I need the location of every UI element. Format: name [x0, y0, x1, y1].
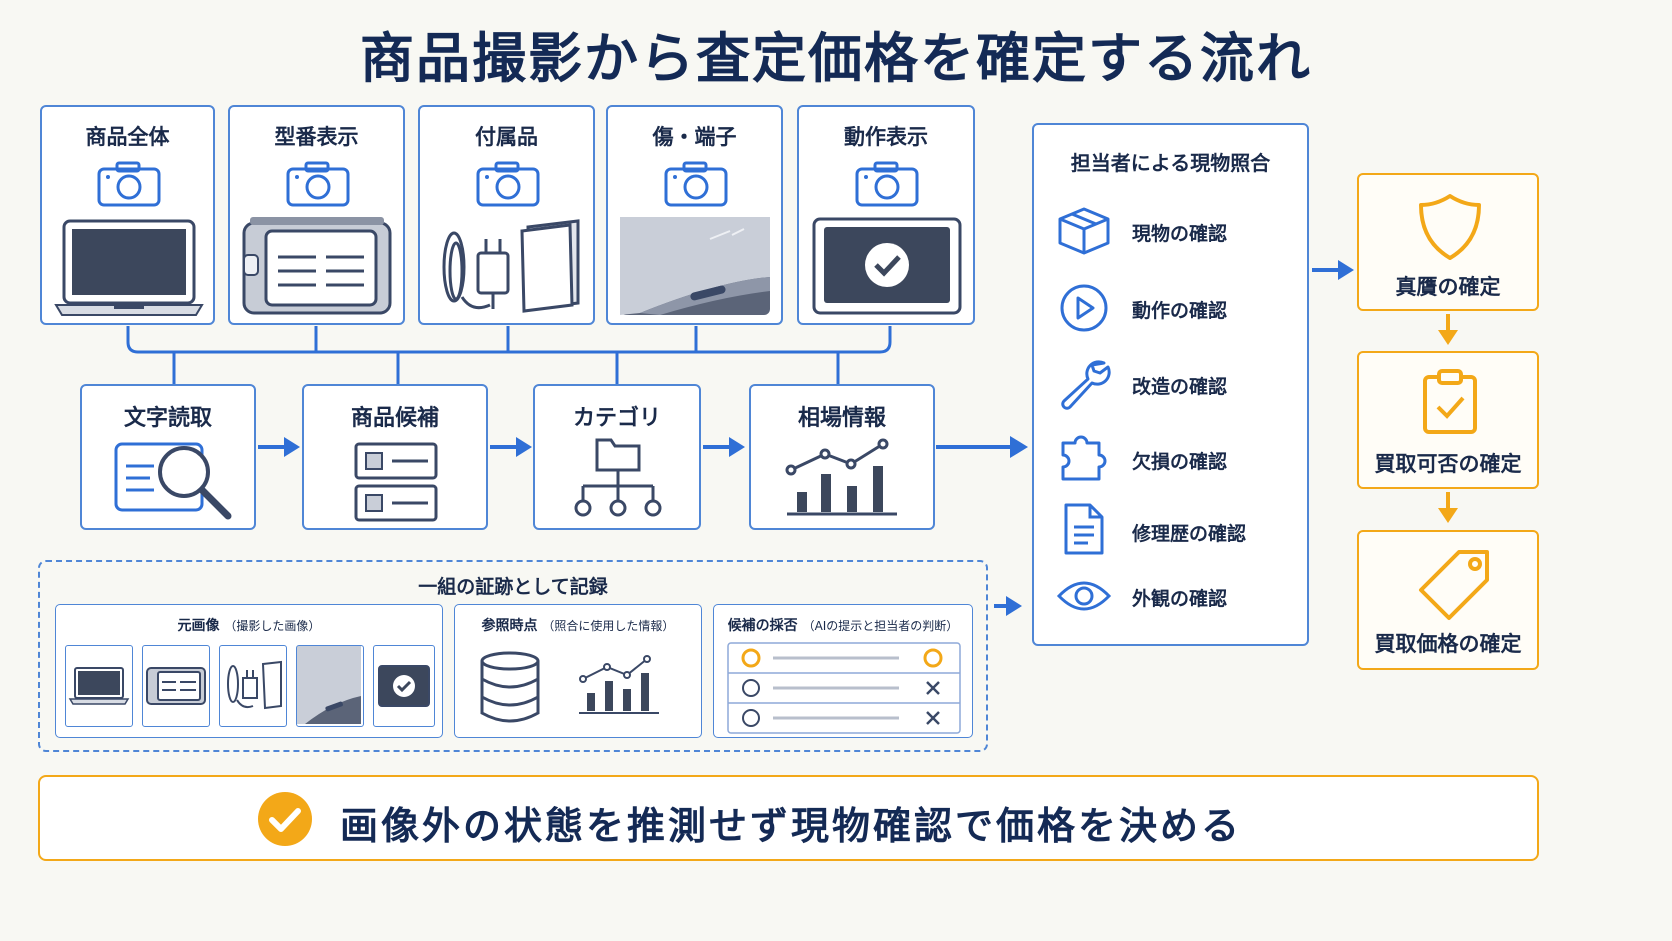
check-item-label: 改造の確認: [1132, 376, 1228, 398]
model-label-icon: [242, 217, 392, 315]
scratch-port-icon: [297, 646, 361, 724]
photo-label: 付属品: [475, 125, 538, 149]
step-market: 相場情報: [749, 384, 935, 530]
working-screen-icon: [378, 665, 430, 707]
evidence-reference-label: 参照時点 （照合に使用した情報）: [481, 618, 675, 634]
photo-box-model: 型番表示: [228, 105, 405, 325]
wrench-icon: [1061, 360, 1111, 410]
decision-price: 買取価格の確定: [1357, 530, 1539, 670]
camera-icon: [855, 161, 919, 207]
photo-label: 商品全体: [85, 125, 170, 149]
evidence-reference: 参照時点 （照合に使用した情報）: [454, 604, 702, 738]
evidence-title: 一組の証跡として記録: [418, 576, 608, 598]
step-label: カテゴリ: [572, 406, 661, 431]
scratch-port-icon: [620, 217, 770, 315]
thumb-working: [373, 645, 435, 727]
evidence-record: 一組の証跡として記録 元画像 （撮影した画像） 参照時点 （照合に使用した情報）…: [38, 560, 988, 752]
eye-icon: [1056, 581, 1112, 611]
decision-label: 買取価格の確定: [1374, 632, 1522, 656]
principle-banner: 画像外の状態を推測せず現物確認で価格を決める: [38, 775, 1539, 861]
evidence-adoption: 候補の採否 （AIの提示と担当者の判断）: [713, 604, 973, 738]
candidate-list-icon: [354, 442, 438, 522]
inspection-panel: 担当者による現物照合 現物の確認 動作の確認 改造の確認 欠損の確認 修理歴の確…: [1032, 123, 1309, 646]
inspection-title: 担当者による現物照合: [1070, 151, 1271, 175]
decision-eligibility: 買取可否の確定: [1357, 351, 1539, 489]
photo-box-working: 動作表示: [797, 105, 975, 325]
photo-box-scratch: 傷・端子: [606, 105, 783, 325]
camera-icon: [97, 161, 161, 207]
price-tag-icon: [1419, 550, 1489, 620]
play-icon: [1060, 284, 1108, 332]
clipboard-check-icon: [1423, 369, 1477, 434]
category-tree-icon: [574, 438, 662, 517]
decision-label: 真贋の確定: [1395, 275, 1501, 299]
puzzle-icon: [1061, 435, 1107, 481]
principle-text: 画像外の状態を推測せず現物確認で価格を決める: [340, 804, 1243, 848]
camera-icon: [664, 161, 728, 207]
thumb-scratch: [296, 645, 364, 727]
step-candidates: 商品候補: [302, 384, 488, 530]
check-item-label: 欠損の確認: [1132, 451, 1228, 473]
step-ocr: 文字読取: [80, 384, 256, 530]
check-item-label: 修理歴の確認: [1132, 523, 1247, 545]
laptop-icon: [54, 219, 204, 316]
evidence-original-images: 元画像 （撮影した画像）: [55, 604, 443, 738]
photo-label: 傷・端子: [652, 125, 737, 149]
step-category: カテゴリ: [533, 384, 701, 530]
check-item-label: 動作の確認: [1132, 300, 1228, 322]
accessories-icon: [227, 660, 282, 710]
camera-icon: [286, 161, 350, 207]
check-item-label: 現物の確認: [1132, 223, 1228, 245]
adoption-list: [727, 642, 961, 734]
decision-authenticity: 真贋の確定: [1357, 173, 1539, 311]
box-icon: [1058, 207, 1110, 255]
thumb-model-label: [142, 645, 210, 727]
model-label-icon: [146, 667, 206, 705]
step-label: 相場情報: [797, 406, 886, 431]
accessories-icon: [442, 219, 580, 313]
check-circle-icon: [258, 792, 312, 846]
thumb-accessories: [219, 645, 287, 727]
database-icon: [480, 651, 540, 723]
shield-icon: [1419, 194, 1481, 260]
document-icon: [1064, 503, 1104, 555]
photo-label: 動作表示: [844, 125, 928, 149]
photo-box-overall: 商品全体: [40, 105, 215, 325]
photo-label: 型番表示: [274, 125, 359, 149]
ocr-magnifier-icon: [114, 442, 232, 520]
market-chart-icon: [579, 655, 659, 714]
evidence-original-label: 元画像 （撮影した画像）: [177, 618, 321, 634]
decision-label: 買取可否の確定: [1374, 452, 1522, 476]
camera-icon: [476, 161, 540, 207]
laptop-icon: [68, 667, 130, 705]
check-item-label: 外観の確認: [1132, 588, 1228, 610]
step-label: 文字読取: [123, 406, 212, 431]
working-screen-icon: [812, 217, 962, 315]
step-label: 商品候補: [350, 406, 439, 431]
evidence-adoption-label: 候補の採否 （AIの提示と担当者の判断）: [727, 618, 959, 634]
photo-box-accessories: 付属品: [418, 105, 595, 325]
market-chart-icon: [785, 438, 897, 516]
thumb-laptop: [65, 645, 133, 727]
page-title: 商品撮影から査定価格を確定する流れ: [360, 27, 1312, 90]
